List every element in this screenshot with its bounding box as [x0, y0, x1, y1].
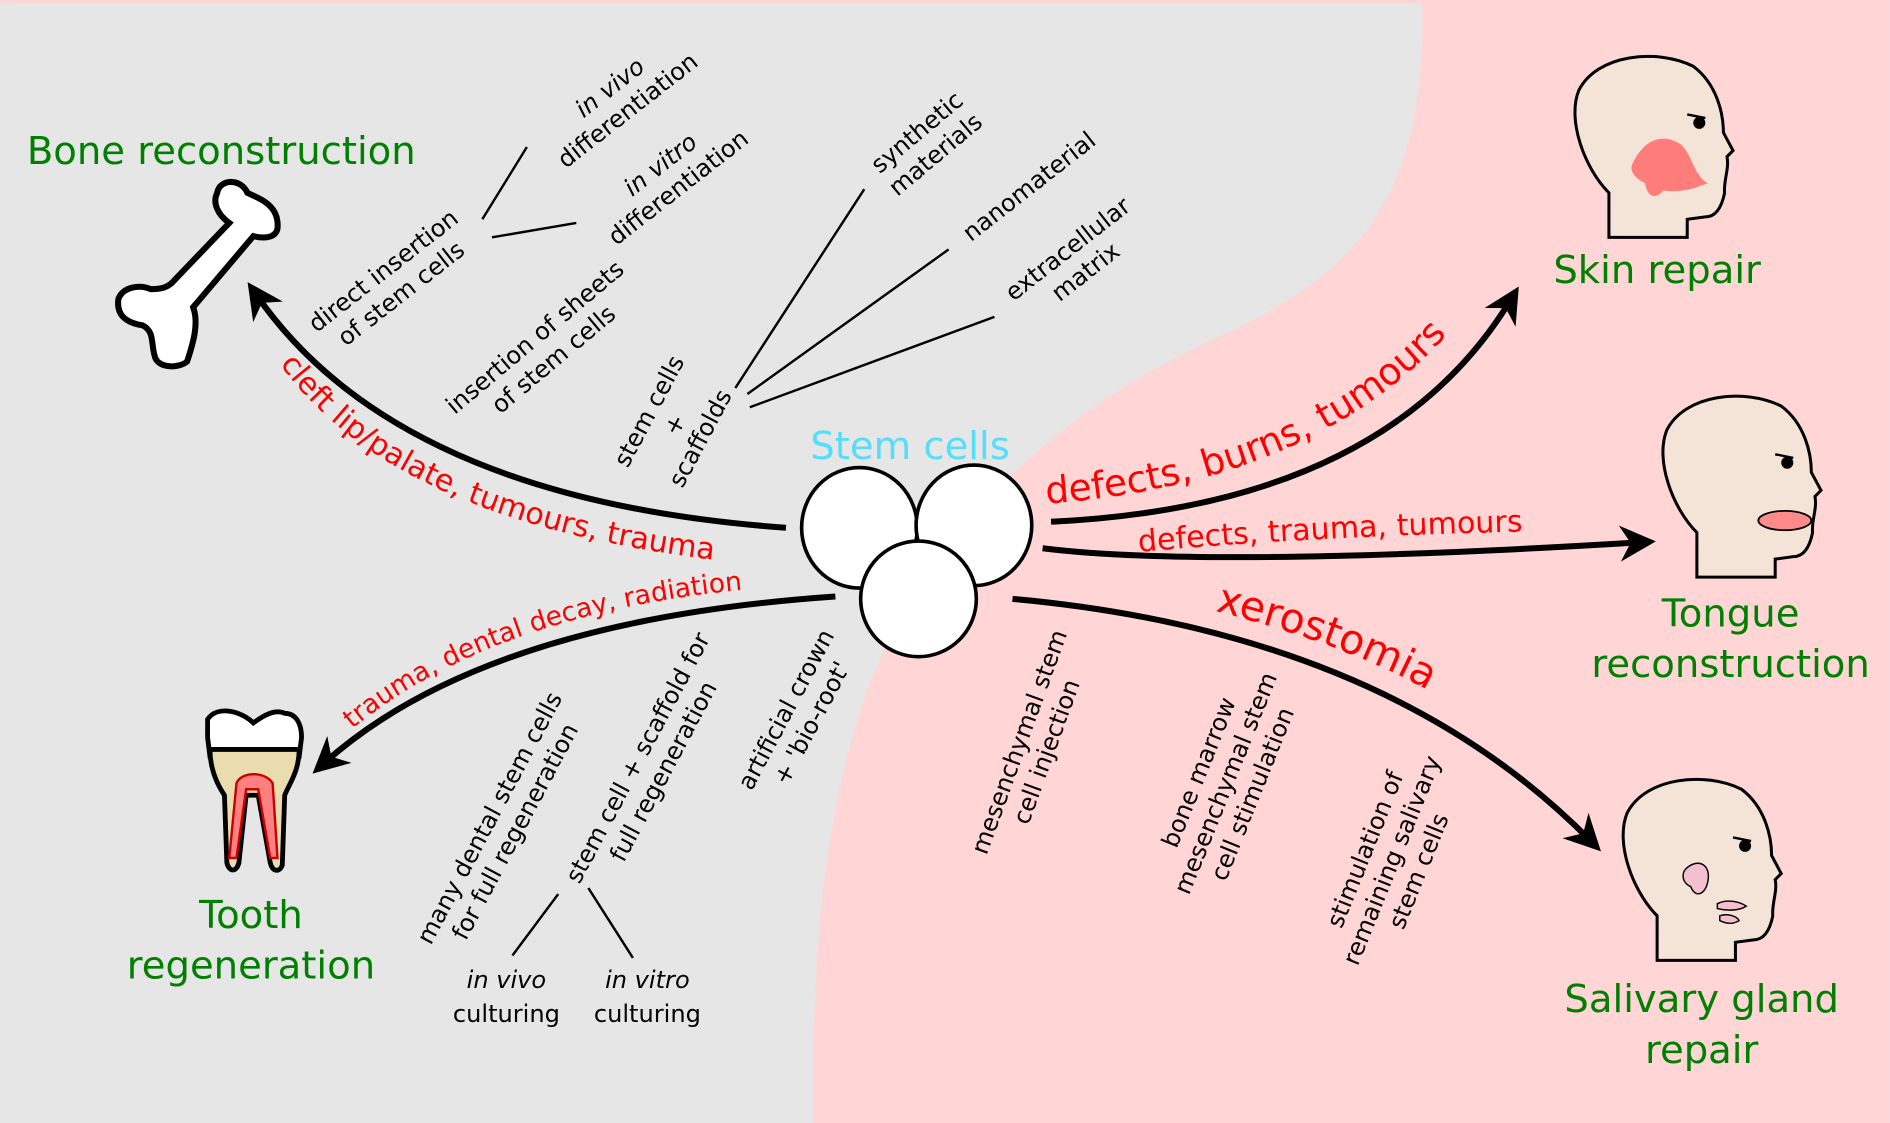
- center-label: Stem cells: [810, 424, 1010, 469]
- background-right: [813, 0, 1890, 1123]
- tooth-icon: [205, 708, 304, 873]
- arrow-bone: [247, 282, 787, 531]
- connector-lines: [481, 146, 995, 959]
- bone-icon: [115, 178, 281, 370]
- arrow-skin: [1050, 286, 1519, 525]
- arrow-tooth: [312, 593, 836, 774]
- target-skin: Skin repair: [1553, 248, 1761, 293]
- stem-cells-icon: [799, 463, 1034, 659]
- head-skin-icon: [1573, 54, 1735, 239]
- head-salivary-icon: [1621, 777, 1784, 962]
- top-edge: [0, 0, 1890, 4]
- target-bone: Bone reconstruction: [27, 129, 416, 174]
- arrow-tongue: [1042, 525, 1656, 562]
- head-tongue-icon: [1661, 394, 1823, 579]
- arrow-salivary: [1012, 595, 1601, 852]
